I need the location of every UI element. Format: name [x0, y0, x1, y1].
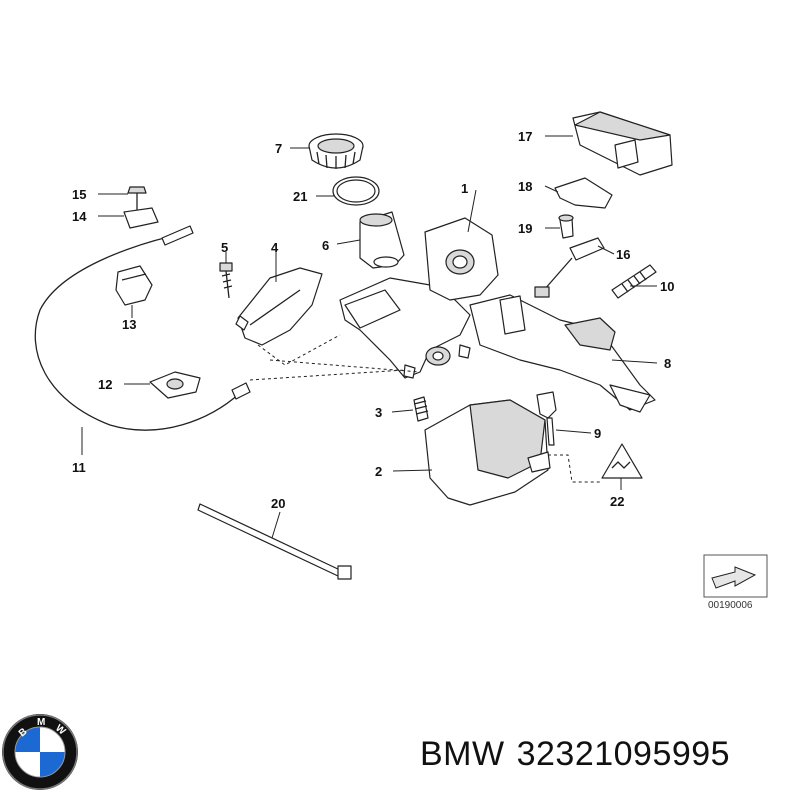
part-13-cable-clip [115, 265, 153, 306]
part-16-sensor [534, 237, 605, 298]
part-15-bolt [127, 186, 147, 210]
part-11-cable [34, 225, 251, 431]
callout-2: 2 [375, 464, 382, 479]
callout-21: 21 [293, 189, 307, 204]
callout-20: 20 [271, 496, 285, 511]
reference-box: 00190006 [703, 554, 768, 611]
callout-12: 12 [98, 377, 112, 392]
callout-7: 7 [275, 141, 282, 156]
callout-17: 17 [518, 129, 532, 144]
callout-9: 9 [594, 426, 601, 441]
callout-11: 11 [72, 460, 86, 475]
callout-16: 16 [616, 247, 630, 262]
callout-3: 3 [375, 405, 382, 420]
part-7-bearing [308, 133, 364, 169]
part-2-cover [424, 399, 551, 506]
callout-13: 13 [122, 317, 136, 332]
leader-lines [81, 135, 658, 539]
part-6-sleeve [359, 211, 405, 269]
callout-5: 5 [221, 240, 228, 255]
part-5-screw [219, 262, 233, 299]
part-17-top-bracket [572, 111, 673, 176]
callout-4: 4 [271, 240, 279, 255]
part-20-cable-tie [197, 503, 352, 580]
part-12-holder [149, 371, 201, 399]
reference-code: 00190006 [708, 600, 753, 611]
callout-6: 6 [322, 238, 329, 253]
brand-name: BMW [420, 735, 505, 773]
part-number: 32321095995 [516, 735, 731, 773]
callout-15: 15 [72, 187, 86, 202]
part-22-warning-label [601, 443, 643, 479]
part-8-bracket [469, 294, 656, 413]
part-21-o-ring [332, 176, 380, 206]
part-9-clip [536, 391, 557, 446]
part-19-plug [558, 214, 574, 239]
bmw-logo: B M W [2, 714, 78, 790]
assembly-guide-lines [249, 334, 602, 483]
part-18-plate [554, 177, 613, 209]
part-14-clip [123, 207, 159, 229]
part-caption: BMW 32321095995 [420, 735, 742, 774]
part-4-shroud [235, 267, 323, 346]
callout-19: 19 [518, 221, 532, 236]
part-10-threaded-pin [611, 264, 657, 299]
callout-10: 10 [660, 279, 674, 294]
callout-1: 1 [461, 181, 468, 196]
callout-14: 14 [72, 209, 87, 224]
callout-22: 22 [610, 494, 624, 509]
callout-8: 8 [664, 356, 671, 371]
part-1-lock-housing [339, 217, 499, 379]
part-3-spring [413, 396, 429, 422]
arrow-icon [711, 566, 757, 589]
callout-18: 18 [518, 179, 532, 194]
svg-text:M: M [37, 717, 45, 728]
callout-labels: 1 2 3 4 5 6 7 8 9 10 11 12 13 14 15 16 1… [72, 129, 674, 511]
